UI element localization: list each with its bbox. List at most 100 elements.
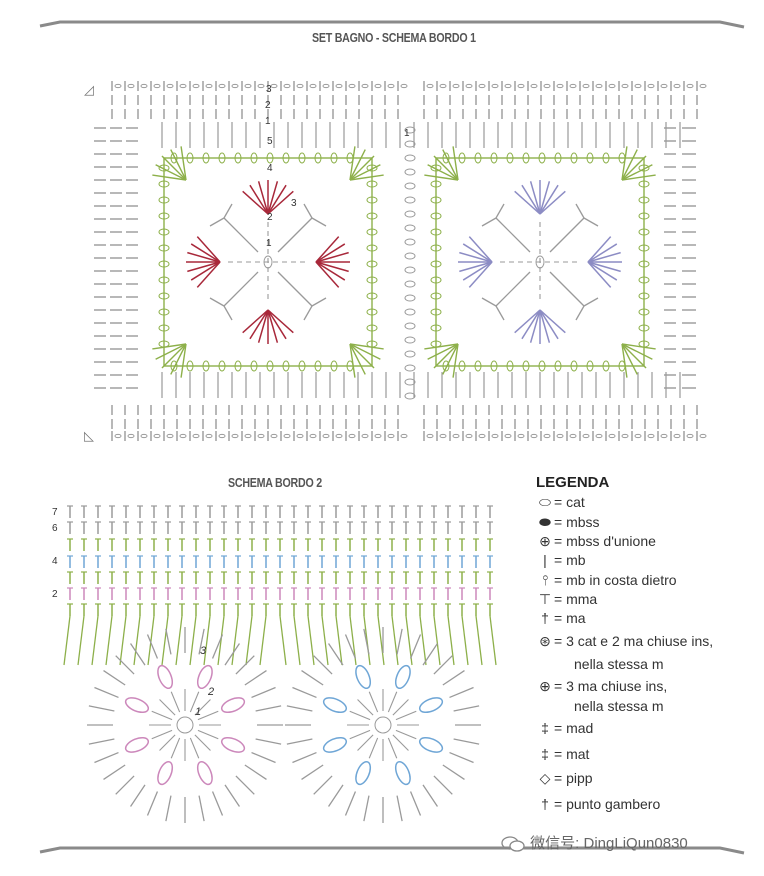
chain-mark: [348, 83, 356, 89]
chain-mark: [517, 433, 525, 439]
spoke-stitch: [449, 686, 474, 699]
fan-stitch: [621, 149, 638, 181]
chain-mark: [366, 196, 378, 204]
stitch-mark: [433, 615, 441, 666]
spoke-stitch: [442, 764, 465, 780]
fan-stitch: [161, 155, 187, 181]
spoke-stitch: [422, 784, 438, 807]
ma-icon: †: [541, 610, 549, 626]
chain-mark: [309, 83, 317, 89]
chain-mark: [192, 83, 200, 89]
spoke-stitch: [165, 795, 172, 822]
legend-item: ‡= mad: [536, 720, 593, 736]
spoke-stitch: [251, 751, 276, 764]
cluster-stitch: [196, 664, 213, 690]
fan-stitch: [155, 164, 187, 181]
spoke-stitch: [197, 729, 219, 740]
legend-item: ◇= pipp: [536, 770, 593, 787]
stitch-mark: [307, 615, 315, 666]
spoke-stitch: [442, 670, 465, 686]
chain-mark: [330, 152, 338, 164]
oval-filled-icon: ⬬: [539, 514, 551, 530]
spoke-stitch: [251, 686, 276, 699]
spoke-stitch: [395, 729, 417, 740]
cluster-ma-icon: ⊕: [539, 678, 551, 694]
spoke-stitch: [103, 670, 126, 686]
fan-stitch: [180, 343, 187, 378]
fan-stitch: [442, 149, 459, 181]
cluster-stitch: [418, 736, 444, 753]
stitch-mark: [259, 615, 267, 666]
chain-mark: [335, 83, 343, 89]
spoke-stitch: [575, 203, 585, 219]
chain-mark: [430, 228, 442, 236]
chain-mark: [638, 212, 650, 220]
fan-stitch: [587, 261, 612, 288]
fan-stitch: [442, 343, 459, 375]
cluster-stitch: [418, 697, 444, 714]
chain-mark: [504, 83, 512, 89]
chain-mark: [647, 433, 655, 439]
chain-mark: [202, 360, 210, 372]
chain-mark: [478, 433, 486, 439]
chain-mark: [158, 308, 170, 316]
chain-mark: [361, 433, 369, 439]
center-ring: [535, 255, 545, 269]
chain-mark: [166, 83, 174, 89]
fan-stitch: [315, 251, 349, 263]
chain-mark: [404, 126, 416, 134]
fan-stitch: [433, 343, 459, 369]
legend-text: = mbss: [554, 514, 600, 530]
chain-mark: [158, 180, 170, 188]
fan-stitch: [427, 164, 459, 181]
cluster-stitch: [322, 697, 348, 714]
chain-mark: [638, 292, 650, 300]
fan-stitch: [152, 343, 187, 350]
fan-stitch: [267, 309, 294, 334]
chain-mark: [205, 83, 213, 89]
cluster-cat-icon: ⊛: [539, 633, 551, 649]
chain-mark: [465, 83, 473, 89]
spoke-stitch: [198, 628, 205, 655]
chain-mark: [400, 83, 408, 89]
spoke-stitch: [170, 737, 181, 759]
spoke-stitch: [328, 643, 344, 666]
stitch-mark: [321, 615, 329, 666]
spoke-stitch: [198, 795, 205, 822]
legend-text: = mat: [554, 746, 590, 762]
stitch-mark: [447, 615, 455, 666]
stitch-mark: [363, 615, 371, 666]
fan-stitch: [170, 343, 187, 375]
chain-mark: [522, 360, 530, 372]
fan-stitch: [587, 261, 621, 273]
chain-mark: [638, 308, 650, 316]
cluster-stitch: [220, 697, 246, 714]
spoke-stitch: [363, 795, 370, 822]
fan-stitch: [459, 261, 493, 273]
spoke-stitch: [395, 710, 417, 721]
fan-stitch: [452, 146, 459, 181]
chain-mark: [638, 228, 650, 236]
spoke-stitch: [481, 217, 497, 227]
legend-item: nella stessa m: [574, 698, 663, 714]
spoke-stitch: [115, 775, 135, 795]
chain-mark: [179, 83, 187, 89]
chain-mark: [231, 83, 239, 89]
legend-text: = 3 ma chiuse ins,: [554, 678, 668, 694]
legend-item: ⬭= cat: [536, 494, 585, 511]
fan-stitch: [587, 243, 618, 263]
fan-stitch: [315, 243, 346, 263]
chain-mark: [244, 433, 252, 439]
legend-text: nella stessa m: [574, 698, 664, 714]
chain-mark: [404, 322, 416, 330]
cluster-stitch: [157, 664, 174, 690]
chain-mark: [366, 308, 378, 316]
chain-mark: [638, 196, 650, 204]
join-dot-icon: ⊕: [539, 533, 551, 549]
chain-mark: [366, 260, 378, 268]
chain-mark: [244, 83, 252, 89]
spoke-stitch: [357, 699, 374, 716]
spoke-stitch: [409, 791, 422, 816]
fan-stitch: [521, 309, 541, 340]
stitch-mark: [419, 615, 427, 666]
